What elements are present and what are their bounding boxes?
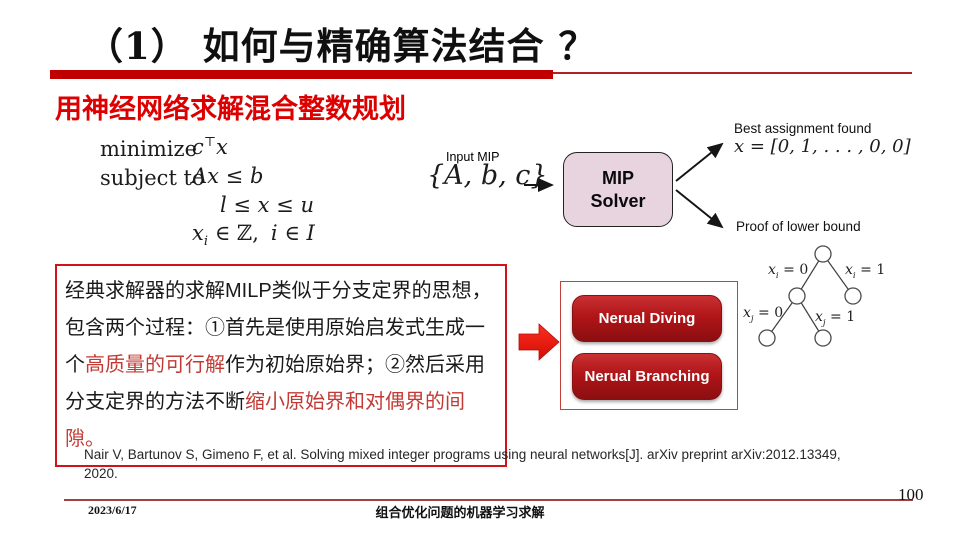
input-mip-label: Input MIP	[446, 150, 500, 164]
formula-integrality: xi ∈ ℤ,i ∈ I	[192, 221, 315, 250]
reference-citation: Nair V, Bartunov S, Gimeno F, et al. Sol…	[84, 447, 841, 481]
tree-edge-label-xj1: xj = 1	[815, 309, 856, 328]
page-title: （1） 如何与精确算法结合 ？	[86, 24, 597, 68]
explanation-seg3: 作为初始原始界；②然后采用分支定界的方法不断	[65, 354, 485, 413]
tree-edge-label-xi1: xi = 1	[845, 262, 886, 281]
best-assignment-label: Best assignment found	[734, 121, 872, 136]
best-assignment-expression: x = [0, 1, . . . , 0, 0]	[734, 136, 911, 157]
explanation-highlight-1: 高质量的可行解	[85, 354, 225, 376]
explanation-text-box: 经典求解器的求解MILP类似于分支定界的思想，包含两个过程：①首先是使用原始启发…	[55, 264, 507, 467]
explanation-seg1: 经典求解器的求解MILP类似于分支定界的思想，包含两个过程：①首先是使用原始启发…	[65, 280, 492, 376]
section-subtitle: 用神经网络求解混合整数规划	[55, 94, 406, 124]
footer-course-title: 组合优化问题的机器学习求解	[375, 505, 545, 520]
neural-diving-badge: Nerual Diving	[572, 295, 722, 342]
tree-edge-label-xj0: xj = 0	[743, 305, 784, 324]
branch-tree	[758, 245, 862, 347]
formula-minimize-label: minimize	[100, 137, 197, 161]
formula-constraint-2: l ≤ x ≤ u	[220, 193, 314, 217]
neural-methods-box	[560, 281, 738, 410]
title-underline-thick	[50, 70, 553, 79]
lower-bound-label: Proof of lower bound	[736, 219, 861, 234]
tree-node	[844, 287, 862, 305]
output-arrow-bottom	[675, 189, 724, 229]
red-block-arrow	[518, 323, 560, 361]
formula-objective: c⊤x	[192, 135, 228, 159]
tree-edge-label-xi0: xi = 0	[768, 262, 809, 281]
tree-root-node	[814, 245, 832, 263]
mip-solver-box: MIP Solver	[563, 152, 673, 227]
tree-node	[758, 329, 776, 347]
tree-node	[788, 287, 806, 305]
output-arrow-top	[675, 142, 724, 182]
formula-subjectto-label: subject to	[100, 166, 205, 190]
footer-date: 2023/6/17	[88, 503, 137, 517]
input-mip-expression: {A, b, c}	[427, 160, 548, 191]
formula-constraint-1: Ax ≤ b	[192, 164, 264, 188]
footer-divider	[64, 499, 913, 501]
tree-node	[814, 329, 832, 347]
page-number: 100	[898, 485, 924, 504]
explanation-highlight-2: 缩小原始界和对偶界的间隙。	[65, 391, 465, 450]
neural-branching-badge: Nerual Branching	[572, 353, 722, 400]
